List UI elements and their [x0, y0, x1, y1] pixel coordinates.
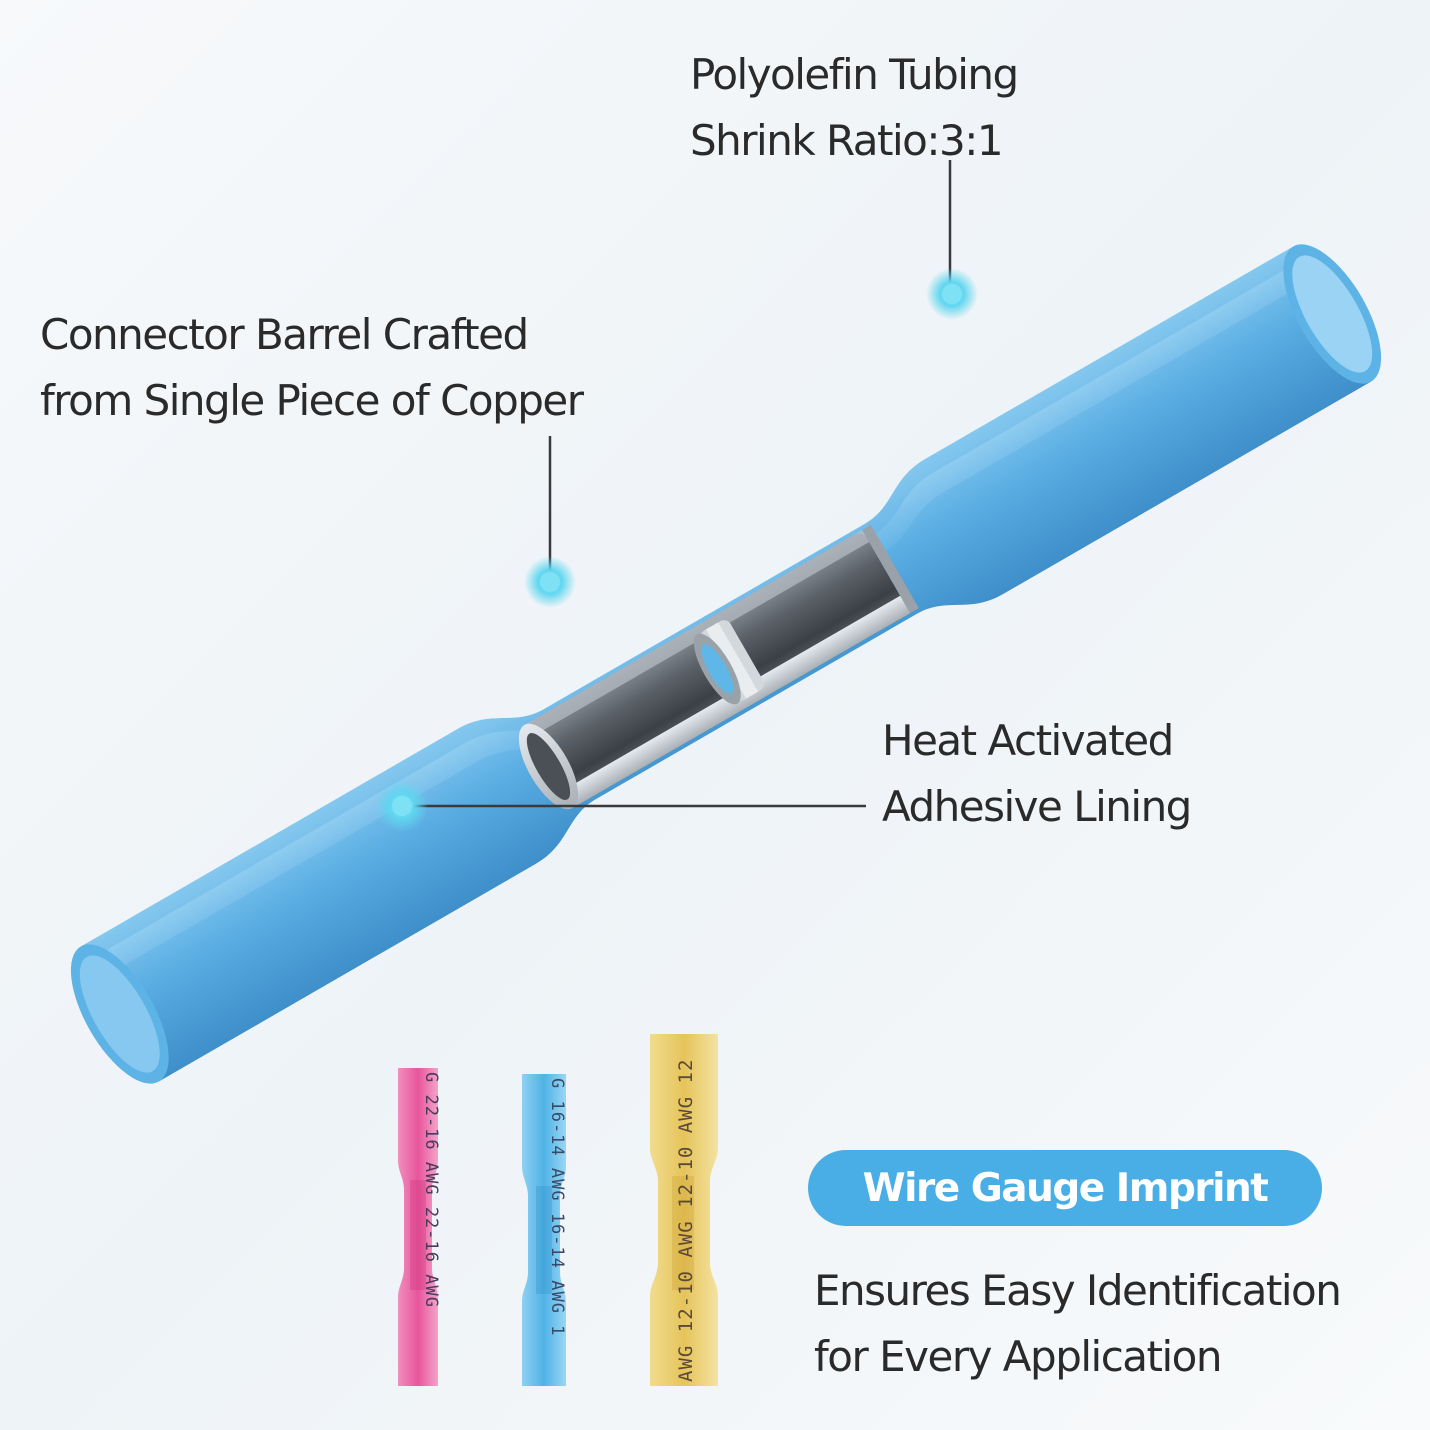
- barrel-label: Connector Barrel Crafted from Single Pie…: [40, 302, 584, 434]
- blue-connector-imprint: G 16-14 AWG 16-14 AWG 1: [547, 1078, 567, 1336]
- yellow-connector: AWG 12-10 AWG 12-10 AWG 12: [650, 1034, 718, 1386]
- tubing-label: Polyolefin Tubing Shrink Ratio:3:1: [690, 42, 1019, 174]
- adhesive-label-line1: Heat Activated: [882, 716, 1174, 765]
- barrel-label-line2: from Single Piece of Copper: [40, 376, 584, 425]
- adhesive-label: Heat Activated Adhesive Lining: [882, 708, 1192, 840]
- tubing-label-line1: Polyolefin Tubing: [690, 50, 1019, 99]
- wire-gauge-badge: Wire Gauge Imprint: [808, 1150, 1322, 1226]
- tubing-label-line2: Shrink Ratio:3:1: [690, 116, 1004, 165]
- barrel-label-line1: Connector Barrel Crafted: [40, 310, 529, 359]
- identification-caption: Ensures Easy Identification for Every Ap…: [814, 1258, 1342, 1390]
- blue-connector: G 16-14 AWG 16-14 AWG 1: [522, 1074, 567, 1386]
- caption-line1: Ensures Easy Identification: [814, 1266, 1342, 1315]
- pink-connector: G 22-16 AWG 22-16 AWG: [398, 1068, 441, 1386]
- copper-barrel: [518, 524, 919, 810]
- yellow-connector-imprint: AWG 12-10 AWG 12-10 AWG 12: [675, 1059, 697, 1382]
- caption-line2: for Every Application: [814, 1332, 1222, 1381]
- adhesive-label-line2: Adhesive Lining: [882, 782, 1192, 831]
- pink-connector-imprint: G 22-16 AWG 22-16 AWG: [421, 1072, 441, 1308]
